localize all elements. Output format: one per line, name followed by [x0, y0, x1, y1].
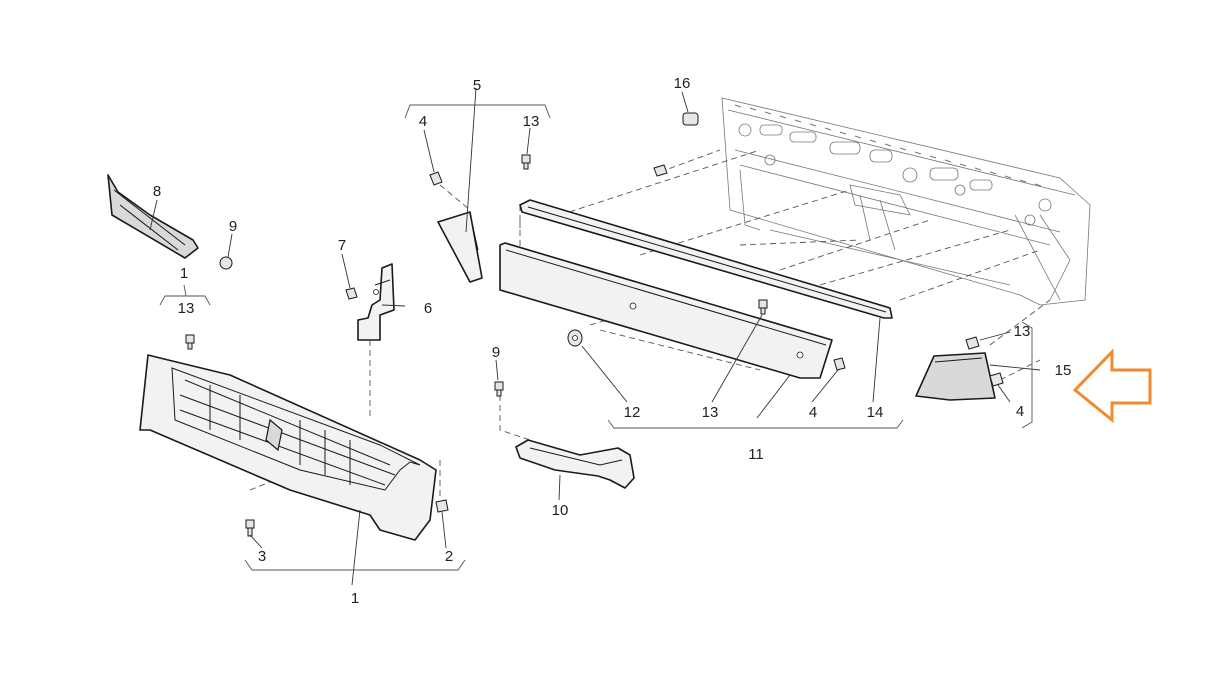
callout-8[interactable]: 8 — [153, 183, 161, 200]
part-14-upper-strip[interactable] — [519, 199, 893, 319]
callout-13-mid[interactable]: 13 — [702, 404, 719, 421]
callout-6[interactable]: 6 — [424, 300, 432, 317]
callout-13-right[interactable]: 13 — [1014, 323, 1031, 340]
fastener-3[interactable] — [245, 519, 255, 537]
callout-4-mid[interactable]: 4 — [809, 404, 817, 421]
fasteners — [185, 112, 1004, 537]
arrow-left-outline-icon — [1072, 348, 1152, 424]
fastener-13-left[interactable] — [185, 334, 195, 350]
callout-labels: 16 5 4 13 8 9 1 13 7 6 9 12 13 4 14 11 1… — [153, 75, 1072, 607]
callout-13-left[interactable]: 13 — [178, 300, 195, 317]
callout-1-left[interactable]: 1 — [180, 265, 188, 282]
callout-1-bottom[interactable]: 1 — [351, 590, 359, 607]
assembly-lines — [249, 149, 1051, 500]
fastener-4-right[interactable] — [989, 372, 1004, 387]
part-8-side-trim[interactable] — [107, 174, 199, 259]
fastener-12-nut[interactable] — [567, 329, 583, 347]
callout-4-top[interactable]: 4 — [419, 113, 427, 130]
callout-4-right[interactable]: 4 — [1016, 403, 1024, 420]
fastener-4-mid[interactable] — [833, 357, 846, 371]
callout-2[interactable]: 2 — [445, 548, 453, 565]
callout-13-top[interactable]: 13 — [523, 113, 540, 130]
part-11-main-panel[interactable] — [499, 242, 833, 379]
part-1-front-grille[interactable] — [139, 354, 437, 541]
part-10-lower-bracket[interactable] — [515, 439, 635, 489]
callout-10[interactable]: 10 — [552, 502, 569, 519]
leader-lines — [149, 87, 1041, 586]
fastener-screw-left-cowl[interactable] — [653, 164, 668, 177]
fastener-7[interactable] — [345, 287, 358, 300]
callout-16[interactable]: 16 — [674, 75, 691, 92]
group-brackets — [159, 104, 1033, 571]
fastener-9-left[interactable] — [219, 256, 233, 270]
part-6-bracket[interactable] — [357, 263, 395, 341]
callout-3[interactable]: 3 — [258, 548, 266, 565]
fastener-4-top[interactable] — [429, 171, 443, 186]
part-5-cover[interactable] — [437, 211, 483, 283]
fastener-9-mid[interactable] — [494, 381, 504, 397]
part-15-corner-piece[interactable] — [915, 352, 996, 401]
vehicle-body-panel — [721, 97, 1091, 306]
callout-9-left[interactable]: 9 — [229, 218, 237, 235]
fastener-16-clip[interactable] — [682, 112, 699, 126]
callout-7[interactable]: 7 — [338, 237, 346, 254]
callout-5[interactable]: 5 — [473, 77, 481, 94]
callout-15[interactable]: 15 — [1055, 362, 1072, 379]
fastener-2[interactable] — [435, 499, 449, 513]
callout-9-mid[interactable]: 9 — [492, 344, 500, 361]
callout-14[interactable]: 14 — [867, 404, 884, 421]
fastener-13-top[interactable] — [521, 154, 531, 170]
fastener-13-right[interactable] — [965, 336, 980, 350]
callout-12[interactable]: 12 — [624, 404, 641, 421]
callout-11[interactable]: 11 — [748, 446, 764, 463]
fastener-13-mid[interactable] — [758, 299, 768, 315]
